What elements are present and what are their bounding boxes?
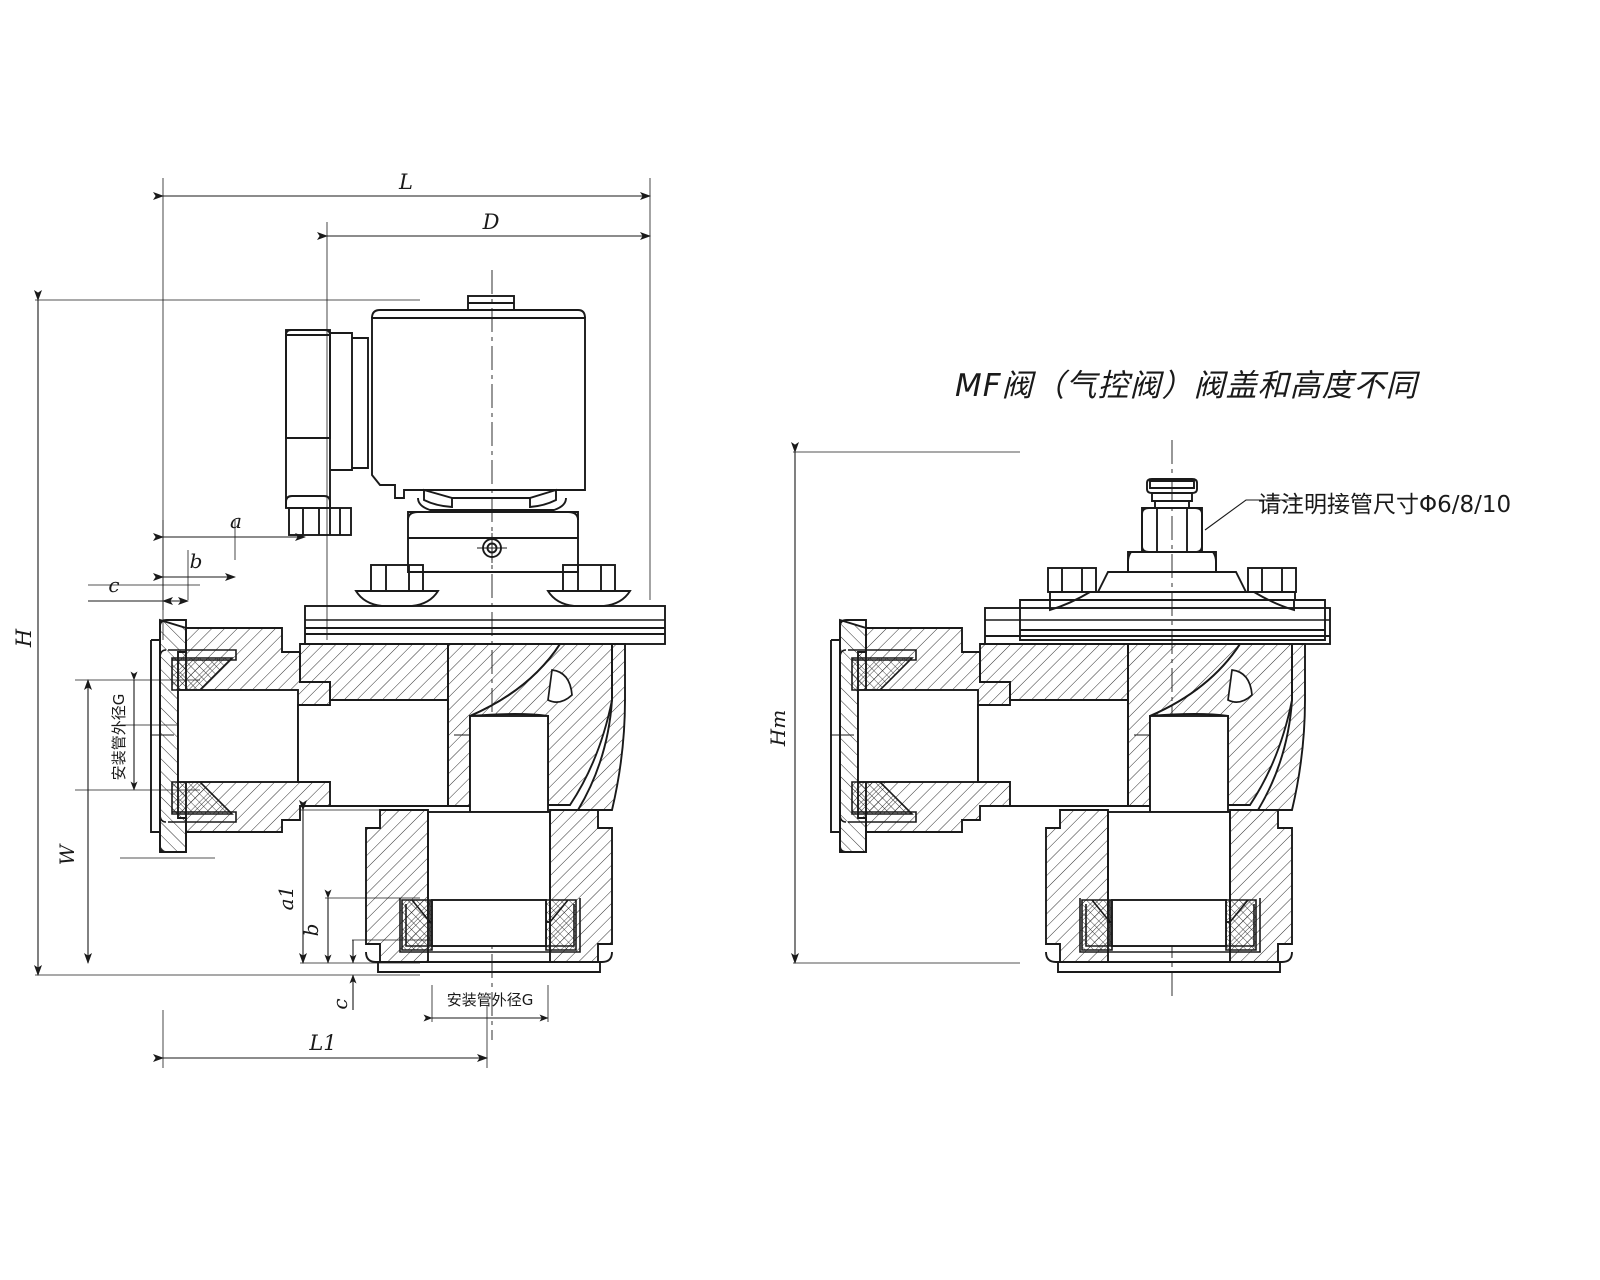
connector-neck bbox=[330, 332, 369, 471]
dimension-label-H: H bbox=[12, 628, 36, 648]
mf-outlet-union-nut bbox=[1045, 951, 1293, 973]
inlet-seal-retainer bbox=[159, 649, 237, 823]
mf-diaphragm-flange bbox=[984, 607, 1331, 645]
title-note-text: MF阀（气控阀）阀盖和高度不同 bbox=[955, 368, 1421, 404]
dimension-inlet-pipe-od: 安装管外径G bbox=[110, 671, 138, 791]
dimension-a1: a1 bbox=[274, 800, 307, 964]
dimension-label-W: W bbox=[55, 843, 79, 865]
mf-inlet-seal-retainer bbox=[839, 649, 917, 823]
mf-body-gusset-notch bbox=[1227, 669, 1253, 703]
outlet-union-nut bbox=[365, 951, 613, 973]
mf-outlet-seal-left bbox=[1081, 899, 1113, 951]
mf-inlet-bore bbox=[857, 689, 1129, 807]
dimension-L1: L1 bbox=[153, 1031, 488, 1062]
dimension-b-outlet: b bbox=[299, 889, 332, 964]
dimension-label-b-inlet: b bbox=[190, 549, 203, 573]
dimension-Hm: Hm bbox=[766, 442, 1020, 964]
dimension-c-inlet: c bbox=[88, 573, 189, 605]
mf-body-gusset bbox=[1256, 643, 1306, 811]
dimension-label-outlet-pipe-od: 安装管外径G bbox=[447, 991, 534, 1009]
dimension-label-Hm: Hm bbox=[766, 710, 790, 747]
mf-outlet-bore-lower bbox=[1111, 899, 1227, 947]
valve-bonnet bbox=[407, 511, 579, 573]
dimension-H: H bbox=[12, 290, 42, 976]
body-gusset bbox=[576, 643, 626, 811]
mf-body-web-right bbox=[1149, 643, 1293, 806]
dimension-label-c-inlet: c bbox=[108, 573, 119, 597]
dimension-W: W bbox=[55, 679, 92, 964]
dimension-outlet-pipe-od: 安装管外径G bbox=[423, 991, 549, 1022]
dimension-label-L: L bbox=[398, 170, 413, 194]
mf-bonnet-bolt-left bbox=[1047, 567, 1097, 593]
cable-gland bbox=[288, 507, 352, 536]
dimension-D: D bbox=[317, 210, 651, 240]
dimension-a: a bbox=[153, 509, 306, 541]
electrical-connector bbox=[285, 329, 331, 509]
body-gusset-notch bbox=[547, 669, 573, 703]
mf-valve-bonnet bbox=[1019, 591, 1326, 641]
fitting-note-leader bbox=[1204, 499, 1300, 531]
dimension-label-c-outlet: c bbox=[328, 998, 352, 1009]
dimension-c-outlet: c bbox=[328, 940, 357, 1010]
outlet-seal-ring-left bbox=[401, 899, 433, 951]
solenoid-coil-housing bbox=[371, 309, 586, 499]
dimension-label-inlet-pipe-od: 安装管外径G bbox=[110, 694, 128, 781]
armature-tube-nut bbox=[417, 488, 567, 511]
outlet-bore-lower bbox=[431, 899, 547, 947]
dimension-label-D: D bbox=[482, 210, 500, 234]
dimension-b-inlet: b bbox=[153, 549, 236, 581]
coil-top-stud bbox=[467, 295, 515, 311]
dimension-label-a1: a1 bbox=[274, 886, 298, 911]
fitting-note-text: 请注明接管尺寸Φ6/8/10 bbox=[1258, 492, 1511, 518]
dimension-label-L1: L1 bbox=[308, 1031, 336, 1055]
bleed-orifice bbox=[477, 533, 507, 563]
mf-bonnet-bolt-right bbox=[1247, 567, 1297, 593]
body-web-right bbox=[469, 643, 613, 806]
dimension-L: L bbox=[153, 170, 651, 200]
dimension-label-a: a bbox=[230, 509, 242, 533]
dimension-label-b-outlet: b bbox=[299, 924, 323, 937]
diaphragm-flange bbox=[304, 605, 666, 645]
